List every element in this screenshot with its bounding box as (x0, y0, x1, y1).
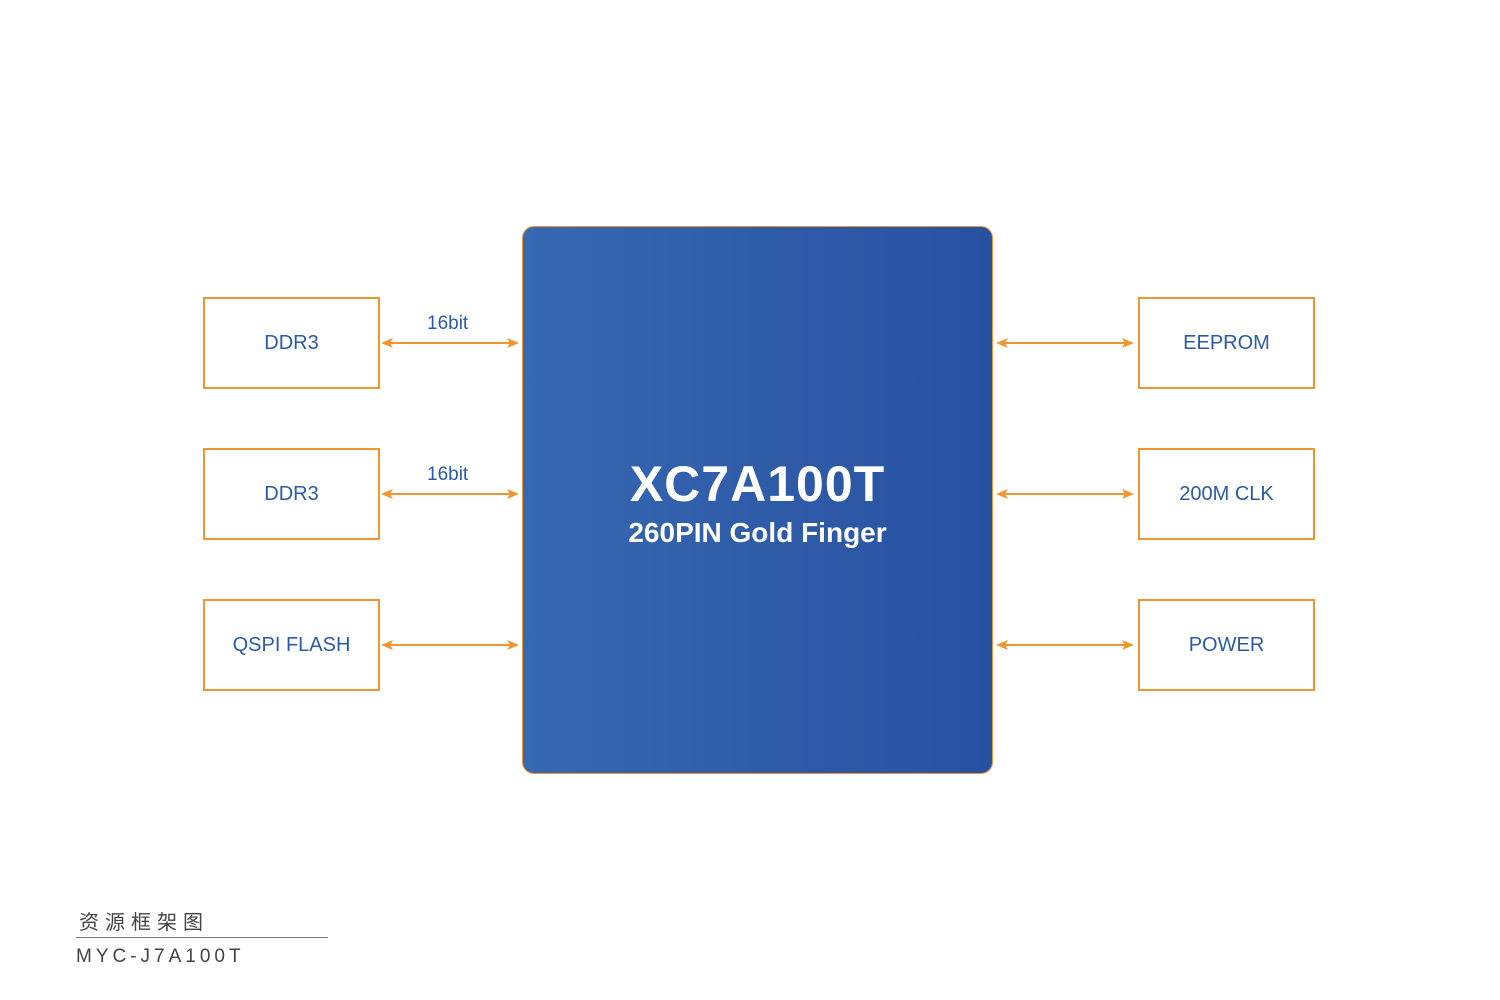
power-block: POWER (1138, 599, 1315, 691)
fpga-chip-block: XC7A100T 260PIN Gold Finger (522, 226, 993, 774)
ddr3-label-1: DDR3 (264, 331, 319, 354)
eeprom-label: EEPROM (1183, 331, 1270, 354)
clock-block: 200M CLK (1138, 448, 1315, 540)
ddr3-bus-width-label-1: 16bit (427, 313, 469, 334)
eeprom-block: EEPROM (1138, 297, 1315, 389)
chip-title: XC7A100T (629, 456, 886, 512)
qspi-flash-block: QSPI FLASH (203, 599, 380, 691)
power-label: POWER (1188, 633, 1265, 656)
clock-label: 200M CLK (1179, 482, 1274, 505)
ddr3-label-2: DDR3 (264, 482, 319, 505)
footer-divider (76, 937, 328, 938)
footer-model: MYC-J7A100T (76, 946, 245, 967)
ddr3-block-1: DDR3 (203, 297, 380, 389)
footer-title: 资源框架图 (79, 912, 209, 934)
ddr3-bus-width-label-2: 16bit (427, 464, 469, 485)
ddr3-block-2: DDR3 (203, 448, 380, 540)
qspi-flash-label: QSPI FLASH (232, 633, 351, 656)
chip-subtitle: 260PIN Gold Finger (628, 517, 887, 548)
